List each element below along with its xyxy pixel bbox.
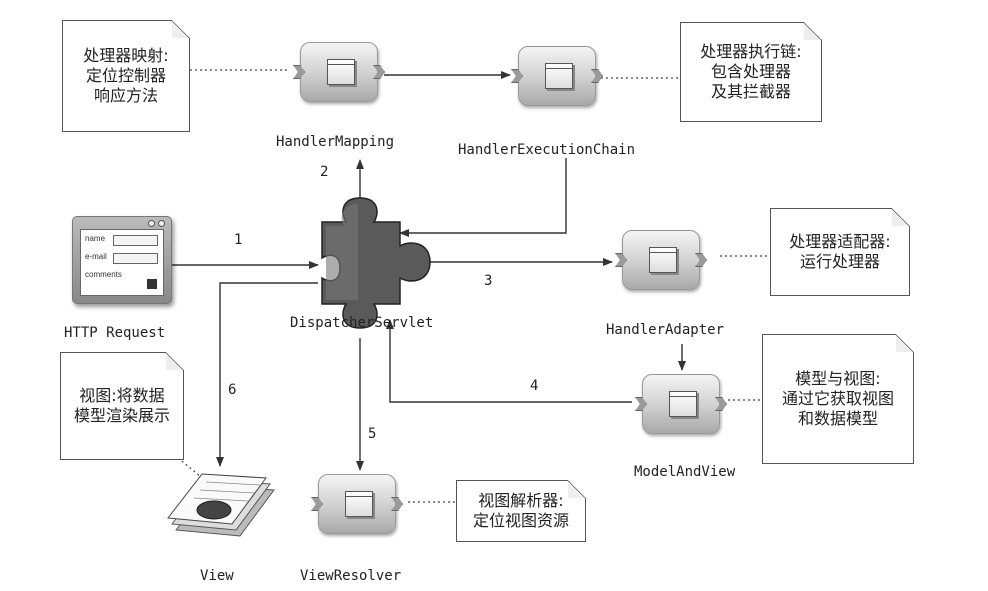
window-icon [669,391,697,417]
window-icon [345,491,373,517]
form-submit-icon [147,279,157,289]
view-document-icon [167,473,275,537]
step-number-2: 2 [320,164,329,180]
label-handler-adapter: HandlerAdapter [606,322,725,338]
puzzle-icon [321,197,431,329]
form-name-field [113,235,158,246]
window-icon [327,59,355,85]
label-handler-mapping: HandlerMapping [276,134,395,150]
window-icon [649,247,677,273]
label-view: View [200,568,234,584]
label-http-request: HTTP Request [64,325,166,341]
note-model-and-view: 模型与视图: 通过它获取视图 和数据模型 [762,334,914,464]
arrow-step-6 [216,282,318,467]
view-resolver-component[interactable] [311,474,403,534]
label-model-and-view: ModelAndView [634,464,736,480]
flow-arrows [172,71,686,471]
form-comments-label: comments [85,270,122,279]
note-handler-mapping: 处理器映射: 定位控制器 响应方法 [62,20,190,132]
form-email-label: e-mail [85,252,107,261]
step-number-4: 4 [530,378,539,394]
arrow-chain-to-servlet [399,158,567,237]
arrow-step-4 [386,319,632,403]
step-number-6: 6 [228,382,237,398]
step-number-3: 3 [484,273,493,289]
model-and-view-component[interactable] [635,374,727,434]
window-icon [545,63,573,89]
form-email-field [113,253,158,264]
handler-adapter-component[interactable] [615,230,707,290]
http-request-form-icon: name e-mail comments [72,216,172,304]
step-number-1: 1 [234,232,243,248]
handler-execution-chain-component[interactable] [511,46,603,106]
label-view-resolver: ViewResolver [300,568,402,584]
label-handler-execution-chain: HandlerExecutionChain [458,142,636,158]
note-handler-execution-chain: 处理器执行链: 包含处理器 及其拦截器 [680,22,822,122]
form-name-label: name [85,234,106,243]
note-handler-adapter: 处理器适配器: 运行处理器 [770,208,910,296]
note-view-resolver: 视图解析器: 定位视图资源 [456,480,586,542]
step-number-5: 5 [368,426,377,442]
label-dispatcher-servlet: DispatcherServlet [290,315,434,331]
handler-mapping-component[interactable] [293,42,385,102]
note-view: 视图:将数据 模型渲染展示 [60,352,184,460]
